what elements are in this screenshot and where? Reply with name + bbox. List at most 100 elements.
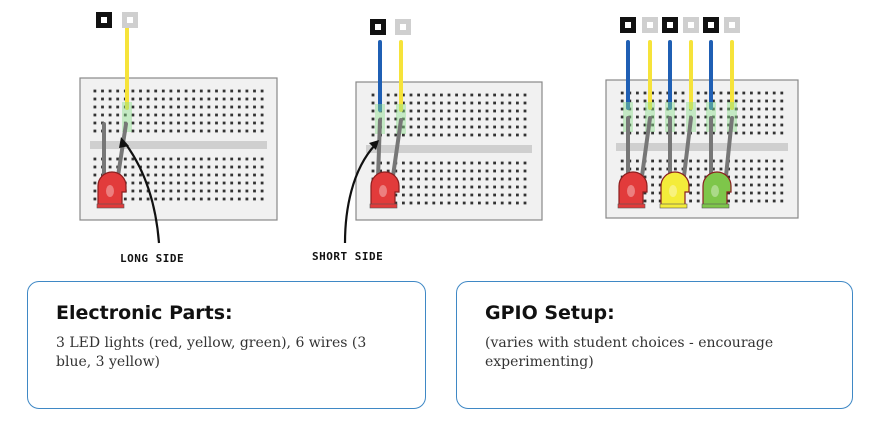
breadboard-hole xyxy=(253,113,256,117)
breadboard-hole xyxy=(222,121,226,125)
breadboard-hole xyxy=(658,123,662,127)
breadboard-hole xyxy=(500,201,504,205)
breadboard-hole xyxy=(734,115,738,119)
breadboard-hole xyxy=(93,181,97,185)
breadboard-hole xyxy=(417,177,420,181)
breadboard-hole xyxy=(750,167,753,171)
breadboard-hole xyxy=(215,129,218,133)
breadboard-hole xyxy=(207,97,211,101)
breadboard-hole xyxy=(245,89,249,93)
breadboard-hole xyxy=(674,131,677,135)
breadboard-hole xyxy=(177,97,180,101)
breadboard-hole xyxy=(417,133,420,137)
breadboard-hole xyxy=(620,107,624,111)
breadboard-hole xyxy=(727,107,730,111)
breadboard-hole xyxy=(154,113,158,117)
breadboard-hole xyxy=(192,89,196,93)
gpio-pin-hole xyxy=(647,22,653,28)
breadboard-hole xyxy=(260,173,264,177)
breadboard-hole xyxy=(470,101,474,105)
breadboard-hole xyxy=(184,165,188,169)
breadboard-hole xyxy=(643,115,647,119)
breadboard-hole xyxy=(177,121,180,125)
breadboard-hole xyxy=(215,97,218,101)
leds xyxy=(96,116,734,209)
breadboard-hole xyxy=(447,125,451,129)
breadboard-hole xyxy=(432,193,436,197)
breadboard-hole xyxy=(230,197,234,201)
breadboard-hole xyxy=(643,131,647,135)
breadboard-hole xyxy=(447,117,451,121)
breadboard-hole xyxy=(139,189,142,193)
breadboard-hole xyxy=(689,183,692,187)
breadboard-hole xyxy=(154,181,158,185)
breadboard-hole xyxy=(500,177,504,181)
breadboard-hole xyxy=(169,173,173,177)
breadboard-hole xyxy=(192,197,196,201)
breadboard-hole xyxy=(409,125,413,129)
breadboard-hole xyxy=(757,167,761,171)
breadboard-hole xyxy=(523,109,527,113)
breadboard-hole xyxy=(712,167,715,171)
breadboard-hole xyxy=(772,115,776,119)
breadboard-hole xyxy=(192,157,196,161)
breadboard-hole xyxy=(260,189,264,193)
breadboard-hole xyxy=(508,161,512,165)
breadboard-diagram: LONG SIDE SHORT SIDE xyxy=(79,12,799,265)
breadboard-hole xyxy=(765,99,768,103)
breadboard-hole xyxy=(394,133,398,137)
breadboard-hole xyxy=(154,129,158,133)
breadboard-hole xyxy=(402,133,405,137)
breadboard-hole xyxy=(161,121,165,125)
breadboard-hole xyxy=(402,161,405,165)
breadboard-hole xyxy=(485,169,489,173)
breadboard-hole xyxy=(704,131,708,135)
breadboard-hole xyxy=(470,193,474,197)
breadboard-hole xyxy=(230,189,234,193)
breadboard-hole xyxy=(440,101,443,105)
breadboard-hole xyxy=(493,193,496,197)
breadboard-hole xyxy=(651,175,654,179)
breadboard-hole xyxy=(727,191,730,195)
breadboard-hole xyxy=(215,197,218,201)
breadboard-hole xyxy=(712,91,715,95)
breadboard-hole xyxy=(742,191,746,195)
breadboard-hole xyxy=(409,185,413,189)
breadboard-hole xyxy=(215,189,218,193)
breadboard-hole xyxy=(485,185,489,189)
breadboard-hole xyxy=(93,157,97,161)
breadboard-hole xyxy=(734,99,738,103)
breadboard-hole xyxy=(371,117,375,121)
breadboard-hole xyxy=(516,185,519,189)
breadboard-hole xyxy=(402,169,405,173)
breadboard-hole xyxy=(500,125,504,129)
breadboard-hole xyxy=(440,117,443,121)
breadboard-hole xyxy=(742,167,746,171)
breadboard-hole xyxy=(455,133,458,137)
breadboard-hole xyxy=(636,107,639,111)
breadboard-hole xyxy=(742,159,746,163)
breadboard-hole xyxy=(742,175,746,179)
breadboard-hole xyxy=(651,107,654,111)
gpio-pin-hole xyxy=(729,22,735,28)
breadboard-hole xyxy=(485,201,489,205)
breadboard-hole xyxy=(523,101,527,105)
breadboard-hole xyxy=(765,167,768,171)
breadboard-hole xyxy=(742,91,746,95)
breadboard-hole xyxy=(478,133,481,137)
breadboard-hole xyxy=(139,181,142,185)
breadboard-hole xyxy=(207,113,211,117)
breadboard-hole xyxy=(462,169,466,173)
breadboard-hole xyxy=(139,173,142,177)
breadboard-hole xyxy=(215,157,218,161)
gpio-pin-hole xyxy=(688,22,694,28)
callout-arrow xyxy=(124,142,161,244)
breadboard-hole xyxy=(523,169,527,173)
breadboard-hole xyxy=(230,173,234,177)
breadboard-hole xyxy=(750,191,753,195)
breadboard-hole xyxy=(177,105,180,109)
breadboard-hole xyxy=(696,115,700,119)
breadboard-hole xyxy=(704,115,708,119)
breadboard-hole xyxy=(394,169,398,173)
breadboard-hole xyxy=(131,165,135,169)
